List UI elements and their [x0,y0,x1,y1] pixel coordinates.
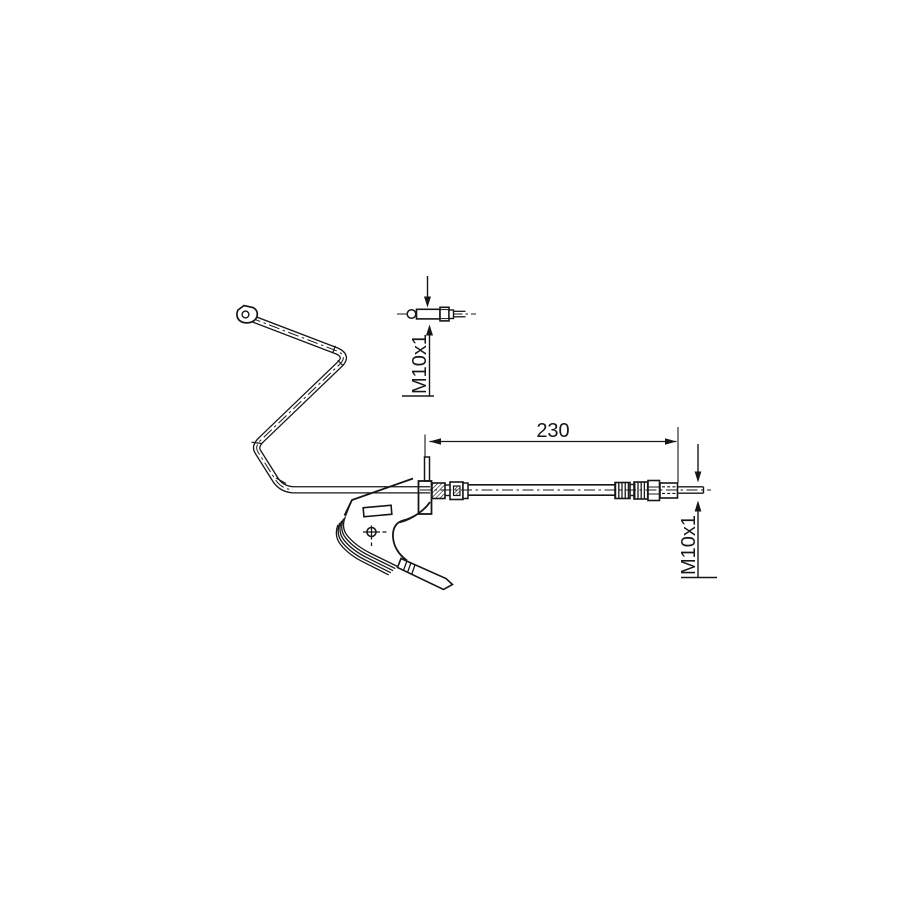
right-thread-annotation: M10x1 [678,444,717,579]
top-fitting-ring [406,308,417,320]
bracket-top-edge [343,477,414,516]
top-fitting-neck [448,309,455,320]
left-crimp-collar [431,482,446,500]
hose-assembly [420,479,711,502]
left-nut-band [452,485,461,497]
top-arrow-up [402,324,434,397]
bracket-bolt-hole [363,525,387,546]
arrow-up-icon [694,500,702,512]
rigid-brake-pipe [236,304,430,494]
right-arrow-down [694,444,702,483]
arrow-down-icon [694,471,702,483]
bracket-ribbed-flange [335,516,398,576]
top-fitting-body [415,308,441,320]
bracket-edge-inner-line [344,501,352,517]
arrow-down-icon [424,296,431,308]
hose-body [468,483,616,497]
dim-arrow-right-icon [665,438,677,445]
right-arrow-up [681,500,717,579]
bracket-lip-curve [399,512,419,524]
eyelet-hole [241,310,250,319]
mounting-bracket [335,456,454,591]
bracket-strap [396,557,454,591]
dimension-230: 230 [424,420,679,483]
dimension-length-label: 230 [536,420,569,442]
dim-arrow-left-icon [429,438,441,445]
top-thread-label: M10x1 [409,334,431,394]
bracket-slot [362,504,393,518]
pipe-eyelet [236,304,259,324]
top-arrow-down [424,276,431,308]
hose-left-fitting [431,481,469,501]
arrow-up-icon [426,324,433,336]
left-washer [462,482,469,500]
strap-stripes [402,560,416,575]
right-thread-label: M10x1 [678,515,700,575]
bracket-tab [423,456,431,482]
top-fitting-detail: M10x1 [397,276,476,397]
pipe-centerline [249,317,344,491]
